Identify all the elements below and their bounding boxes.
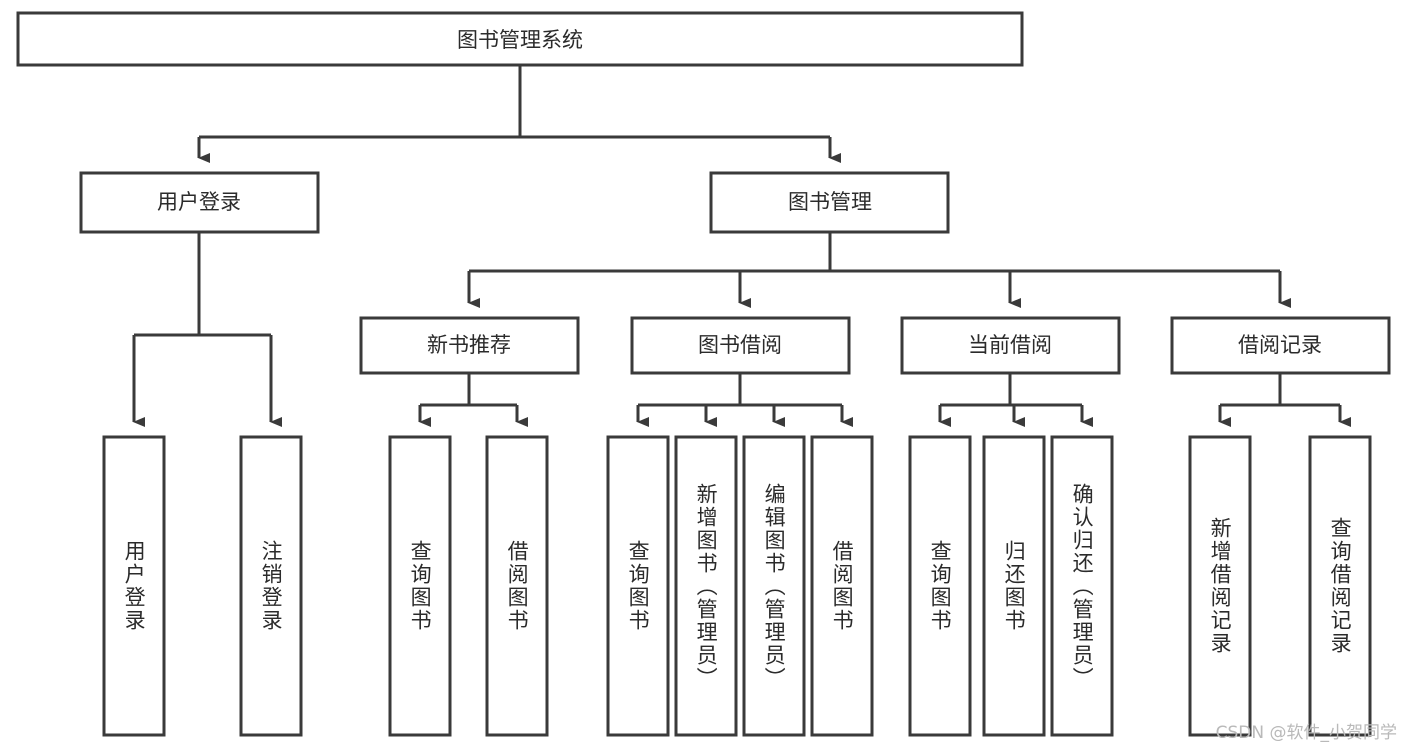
node-label-book-management: 图书管理 xyxy=(788,190,872,214)
node-box-leaf-confirm-return[interactable] xyxy=(1050,435,1114,737)
node-box-leaf-add-record[interactable] xyxy=(1188,435,1252,737)
node-box-book-management[interactable] xyxy=(709,171,950,234)
node-layer: 图书管理系统 用户登录 图书管理 新书推荐 图书借阅 当前借阅 借阅记录 xyxy=(16,11,1391,737)
node-box-leaf-add-book[interactable] xyxy=(674,435,738,737)
node-box-leaf-return-book[interactable] xyxy=(982,435,1046,737)
node-box-leaf-query-book-2[interactable] xyxy=(606,435,670,737)
node-box-root[interactable] xyxy=(16,11,1024,67)
connector-layer xyxy=(132,65,1351,427)
node-box-leaf-borrow-book-1[interactable] xyxy=(485,435,549,737)
node-box-borrow-record[interactable] xyxy=(1170,316,1391,375)
node-label-new-book-recommend: 新书推荐 xyxy=(427,333,511,357)
node-box-leaf-borrow-book-2[interactable] xyxy=(810,435,874,737)
node-box-leaf-user-login[interactable] xyxy=(102,435,166,737)
node-box-book-borrow[interactable] xyxy=(630,316,851,375)
node-label-user-login: 用户登录 xyxy=(157,190,241,214)
node-box-new-book-recommend[interactable] xyxy=(359,316,580,375)
node-box-leaf-query-record[interactable] xyxy=(1308,435,1372,737)
node-label-book-borrow: 图书借阅 xyxy=(698,333,782,357)
node-box-leaf-user-logout[interactable] xyxy=(239,435,303,737)
csdn-watermark: CSDN @软件_小贺同学 xyxy=(1215,723,1397,743)
node-box-current-borrow[interactable] xyxy=(900,316,1121,375)
node-box-leaf-query-book-3[interactable] xyxy=(908,435,972,737)
node-box-user-login[interactable] xyxy=(79,171,320,234)
node-box-leaf-edit-book[interactable] xyxy=(742,435,806,737)
node-label-root: 图书管理系统 xyxy=(457,28,583,52)
node-box-leaf-query-book-1[interactable] xyxy=(388,435,452,737)
node-label-borrow-record: 借阅记录 xyxy=(1238,333,1322,357)
node-label-current-borrow: 当前借阅 xyxy=(968,333,1052,357)
